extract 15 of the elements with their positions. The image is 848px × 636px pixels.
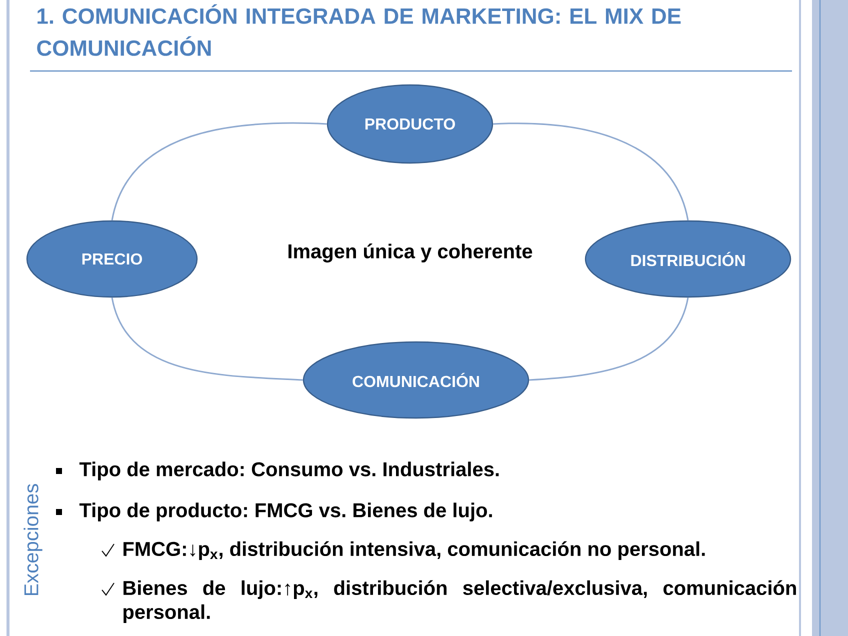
title: 1. COMUNICACIÓN INTEGRADA DE MARKETING: EL MIX DE COMUNICACIÓN xyxy=(37,4,681,56)
ring-line xyxy=(111,122,327,221)
side-heading: Excepciones xyxy=(24,484,42,596)
ring-line xyxy=(529,297,689,381)
ring-line xyxy=(493,122,689,221)
check-item: FMCG:↓p$_{x}$, distribución intensiva, comunicación no personal. xyxy=(102,541,705,560)
ellipse-node: PRODUCTO xyxy=(326,84,494,164)
check-item: Bienes de lujo:↑p$_{x}$, distribución selectiva/exclusiva, comunicación personal. xyxy=(102,580,796,624)
ring-line xyxy=(111,297,303,381)
ellipse-node: PRECIO xyxy=(26,220,198,298)
ellipse-node: DISTRIBUCIÓN xyxy=(584,220,792,298)
bullet-item: Tipo de mercado: Consumo vs. Industriales. xyxy=(56,462,499,480)
center-text: Imagen única y coherente xyxy=(288,244,532,262)
bullet-item: Tipo de producto: FMCG vs. Bienes de lujo. xyxy=(56,502,492,522)
ellipse-node: COMUNICACIÓN xyxy=(302,341,530,419)
